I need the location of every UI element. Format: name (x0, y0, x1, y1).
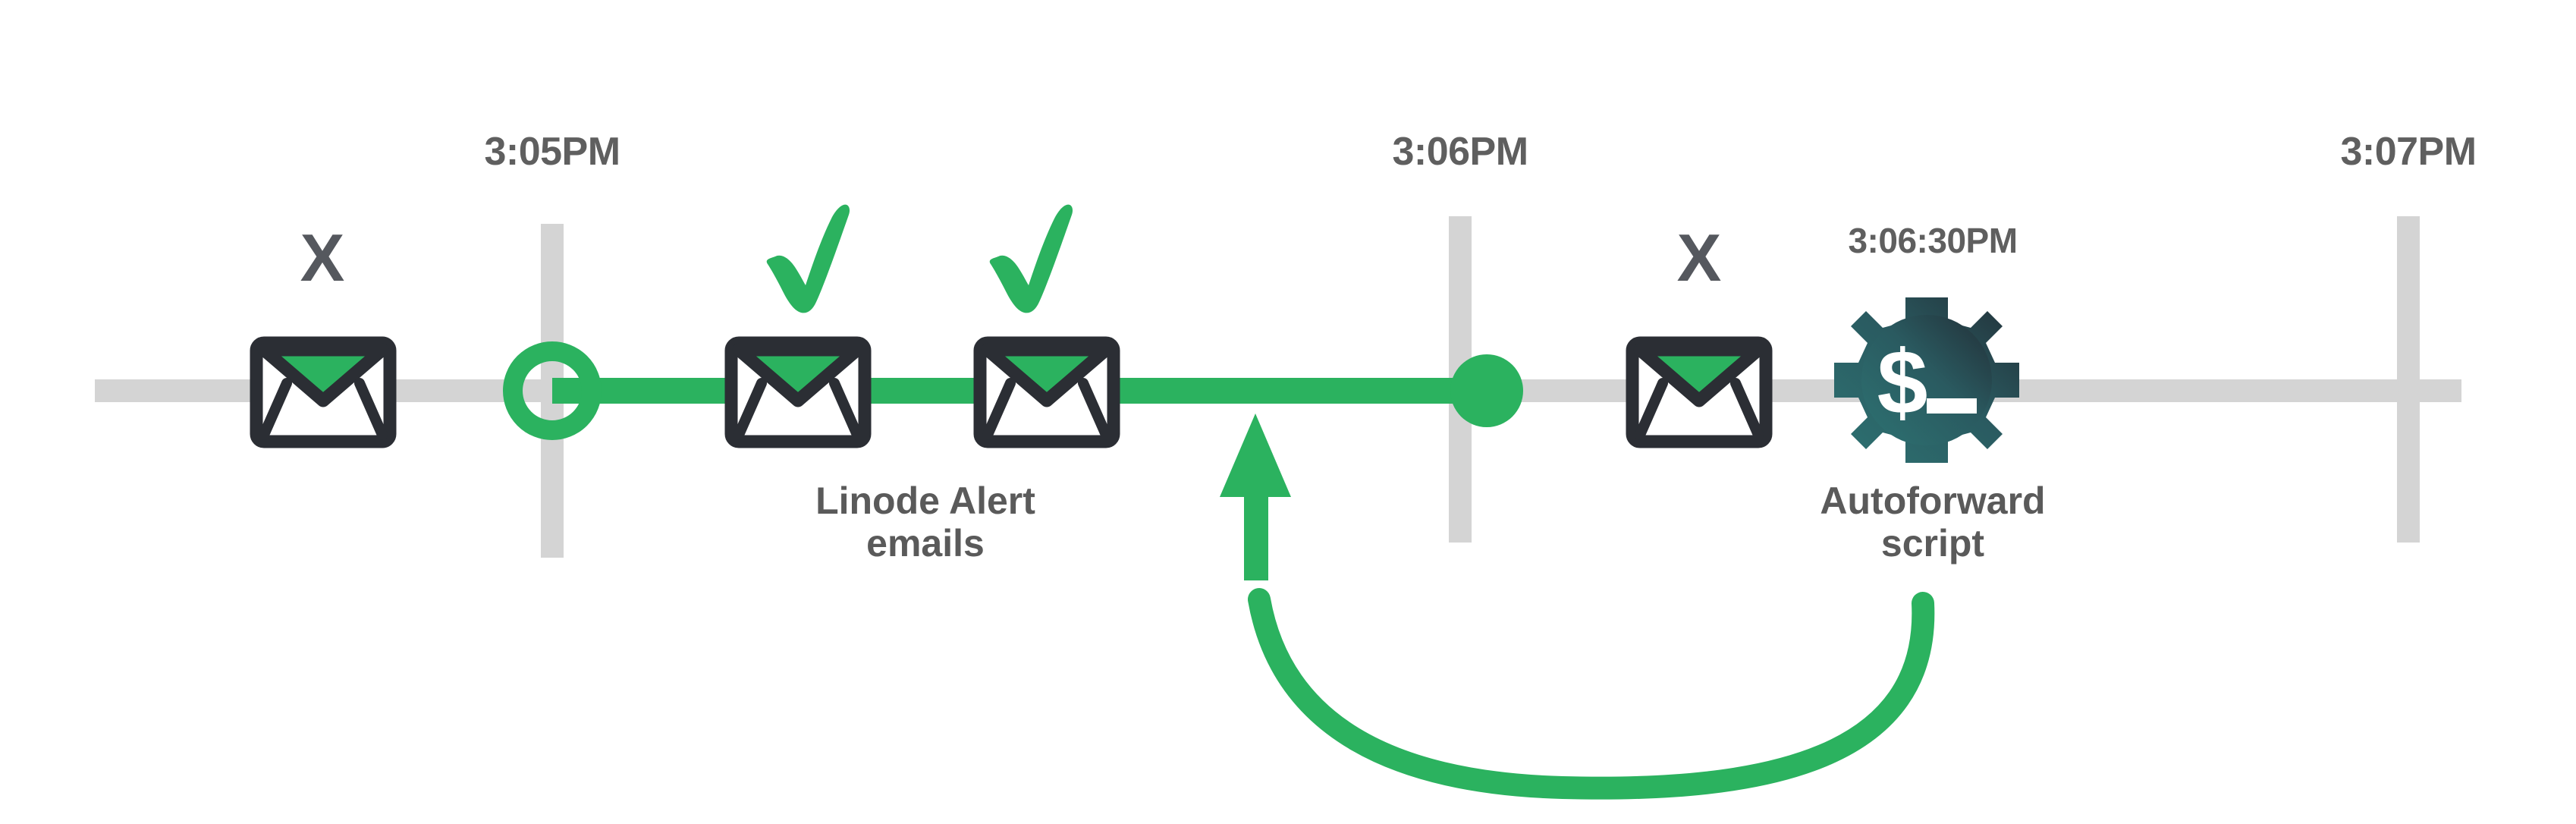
envelope-icon (1626, 336, 1773, 448)
script-timestamp-label: 3:06:30PM (1848, 221, 2018, 260)
check-mark-icon (766, 204, 850, 313)
tick-mark-307 (2397, 216, 2420, 543)
email-group-label: Linode Alert emails (815, 480, 1035, 565)
envelope-icon (973, 336, 1120, 448)
tick-label-307: 3:07PM (2340, 130, 2477, 174)
tick-label-305: 3:05PM (484, 130, 620, 174)
script-label: Autoforward script (1820, 480, 2046, 565)
tick-label-306: 3:06PM (1392, 130, 1528, 174)
x-mark-icon: X (300, 220, 345, 295)
marker-span-start (503, 341, 602, 440)
envelope-icon (250, 336, 397, 448)
x-mark-icon: X (1676, 220, 1722, 295)
svg-text:$: $ (1877, 332, 1928, 433)
envelope-icon (724, 336, 872, 448)
gear-dollar-icon: $ (1834, 297, 2019, 463)
check-mark-icon (989, 204, 1073, 313)
marker-span-end (1450, 354, 1523, 427)
feedback-arrow (1220, 414, 1935, 800)
